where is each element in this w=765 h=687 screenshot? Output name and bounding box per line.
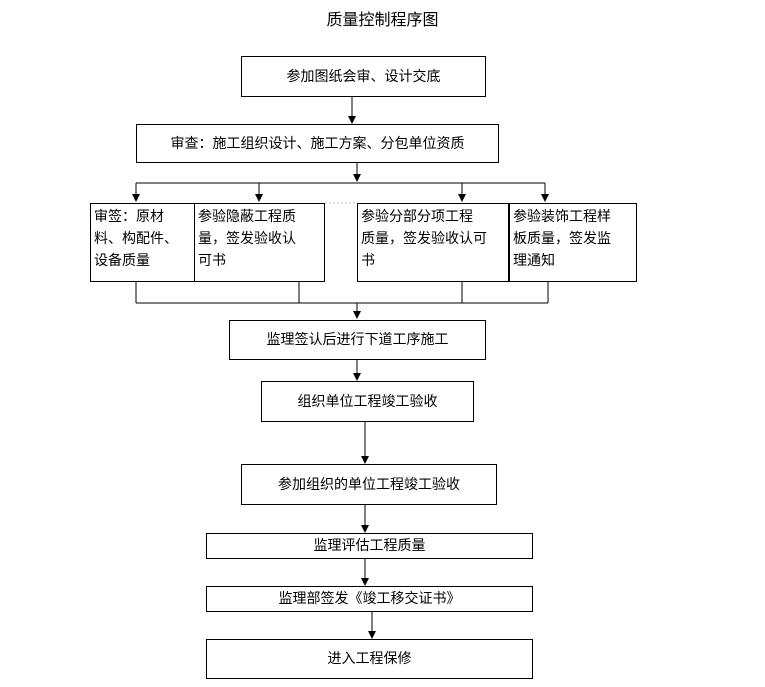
node-quality-evaluation: 监理评估工程质量 [206, 533, 533, 559]
node-decoration: 参验装饰工程样 板质量，签发监 理通知 [509, 203, 637, 282]
node-drawing-review: 参加图纸会审、设计交底 [241, 56, 486, 97]
diagram-title: 质量控制程序图 [326, 10, 439, 29]
node-completion-accept: 组织单位工程竣工验收 [261, 381, 474, 422]
node-sub-works: 参验分部分项工程 质量，签发验收认可 书 [357, 203, 509, 282]
node-plan-review: 审查：施工组织设计、施工方案、分包单位资质 [136, 124, 499, 163]
node-material-sign: 审签：原材 料、构配件、 设备质量 [90, 203, 195, 282]
node-next-process: 监理签认后进行下道工序施工 [229, 320, 486, 360]
node-warranty: 进入工程保修 [206, 639, 533, 679]
node-handover-certificate: 监理部签发《竣工移交证书》 [206, 586, 533, 612]
node-hidden-works: 参验隐蔽工程质 量，签发验收认 可书 [194, 203, 325, 282]
node-join-accept: 参加组织的单位工程竣工验收 [241, 464, 497, 505]
